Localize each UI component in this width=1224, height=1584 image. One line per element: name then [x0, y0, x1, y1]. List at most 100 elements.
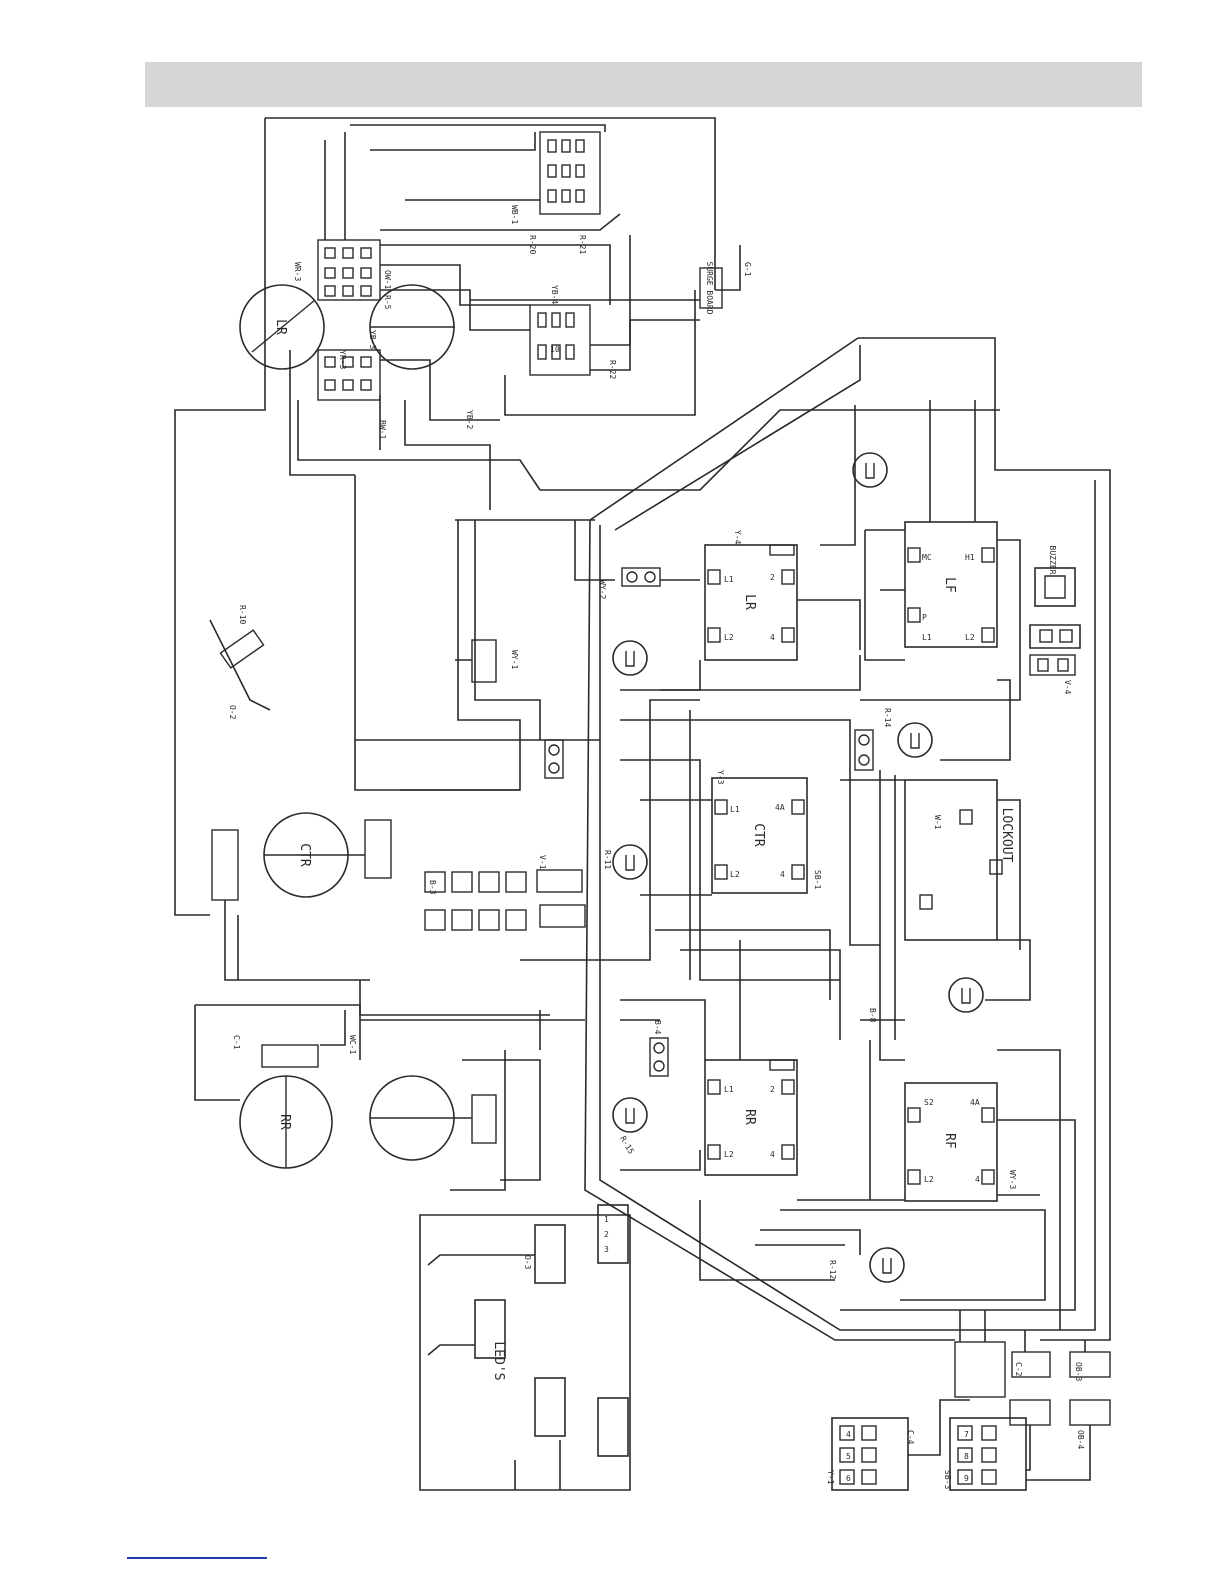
tag-wc1: WC-1 [348, 1035, 357, 1054]
led-squares [424, 871, 527, 931]
tag-y3: Y-3 [716, 770, 725, 785]
term-rf-l2: L2 [924, 1175, 934, 1184]
term-lf-h1: H1 [965, 553, 975, 562]
top-connector-block [289, 124, 723, 510]
pin-6: 6 [846, 1474, 851, 1483]
tag-g1: G-1 [743, 262, 752, 277]
diagram-labels: LR CTR RR LR LF CTR RR RF LOCKOUT BUZZER… [228, 205, 1085, 1489]
label-lf-relay: LF [942, 577, 957, 593]
term-rf-s2: S2 [924, 1098, 934, 1107]
tag-c4: C-4 [906, 1430, 915, 1445]
tag-c2: C-2 [1014, 1362, 1023, 1377]
tag-wr3: WR-3 [293, 262, 302, 281]
tag-r10: R-10 [238, 605, 247, 624]
buzzer [1029, 567, 1081, 649]
tag-ob3: OB-3 [1074, 1362, 1083, 1381]
footer-rule [127, 1557, 267, 1559]
tag-y1: Y-1 [826, 1470, 835, 1485]
pin-5: 5 [846, 1452, 851, 1461]
tag-wy2: WY-2 [598, 580, 607, 599]
tag-wb1: WB-1 [510, 205, 519, 224]
tag-r12: R-12 [828, 1260, 837, 1279]
tag-v1: V-1 [538, 855, 547, 870]
tag-b3: B-3 [428, 880, 437, 895]
label-ctr-motor: CTR [297, 843, 312, 867]
pin-9: 9 [964, 1474, 969, 1483]
harness-outline [174, 117, 1111, 1491]
tag-o2: O-2 [228, 705, 237, 720]
motor-lf [369, 284, 497, 683]
label-ctr-relay: CTR [751, 823, 766, 847]
term-lf-l1: L1 [922, 633, 932, 642]
tag-yb2: YB-2 [465, 410, 474, 429]
term-rf-4: 4 [975, 1175, 980, 1184]
tag-sb1: SB-1 [813, 870, 822, 889]
term-ctr-l2: L2 [730, 870, 740, 879]
tag-yb4: YB-4 [550, 285, 559, 304]
label-surge-board: SURGE BOARD [705, 262, 714, 315]
term-lr-2: 2 [770, 573, 775, 582]
internal-wiring [194, 400, 1091, 1481]
motor-ctr [263, 812, 392, 898]
tag-r14: R-14 [883, 708, 892, 727]
tag-bw1: BW-1 [378, 420, 387, 439]
relay-rr [704, 1059, 798, 1176]
bottom-plugs [831, 1341, 1111, 1491]
switch-symbols [612, 452, 984, 1283]
relay-ctr [711, 777, 808, 894]
tag-ow1: OW-1 [383, 270, 392, 289]
tag-r15: R-15 [618, 1135, 636, 1156]
tag-r5: R-5 [383, 295, 392, 310]
tag-r11: R-11 [603, 850, 612, 869]
tag-ob4: OB-4 [1076, 1430, 1085, 1449]
term-ctr-4: 4 [780, 870, 785, 879]
tag-o3: O-3 [523, 1255, 532, 1270]
tag-r20: R-20 [528, 235, 537, 254]
term-rr-4: 4 [770, 1150, 775, 1159]
tag-sb3: SB-3 [943, 1470, 952, 1489]
tag-c1: C-1 [232, 1035, 241, 1050]
term-rr-2: 2 [770, 1085, 775, 1094]
term-lr-4: 4 [770, 633, 775, 642]
pin-2: 2 [604, 1230, 609, 1239]
term-ctr-4a: 4A [775, 803, 785, 812]
term-rr-l2: L2 [724, 1150, 734, 1159]
term-rr-l1: L1 [724, 1085, 734, 1094]
led-panel-connectors [427, 1204, 629, 1457]
tag-v4: V-4 [1063, 680, 1072, 695]
term-lf-mc: MC [922, 553, 932, 562]
label-lr-motor: LR [273, 319, 288, 335]
label-lockout: LOCKOUT [999, 808, 1014, 863]
motor-lr [209, 284, 325, 711]
tag-b4: B-4 [653, 1020, 662, 1035]
label-rr-motor: RR [277, 1114, 292, 1130]
motor-rr [239, 1044, 333, 1169]
relay-rf [904, 1082, 998, 1202]
small-connectors [536, 567, 1076, 1077]
pin-4: 4 [846, 1430, 851, 1439]
tag-y4: Y-4 [733, 530, 742, 545]
tag-wy3: WY-3 [1008, 1170, 1017, 1189]
term-lr-l1: L1 [724, 575, 734, 584]
label-rr-relay: RR [742, 1109, 757, 1125]
pin-8: 8 [964, 1452, 969, 1461]
pin-3: 3 [604, 1245, 609, 1254]
label-buzzer: BUZZER [1048, 546, 1057, 575]
tag-wy1: WY-1 [510, 650, 519, 669]
relay-lr [704, 544, 798, 661]
tag-r21: R-21 [578, 235, 587, 254]
term-lr-l2: L2 [724, 633, 734, 642]
tag-w1: W-1 [933, 815, 942, 830]
motor-rf [369, 1075, 497, 1161]
term-rf-4a: 4A [970, 1098, 980, 1107]
pin-1: 1 [604, 1215, 609, 1224]
tag-yr3: YR-3 [338, 350, 347, 369]
term-lf-p: P [922, 613, 927, 622]
pin-10: 10 [550, 345, 560, 354]
label-leds: LED'S [491, 1341, 506, 1380]
fuse-holder [211, 829, 370, 981]
term-ctr-l1: L1 [730, 805, 740, 814]
lockout-module [904, 779, 1003, 941]
term-lf-l2: L2 [965, 633, 975, 642]
